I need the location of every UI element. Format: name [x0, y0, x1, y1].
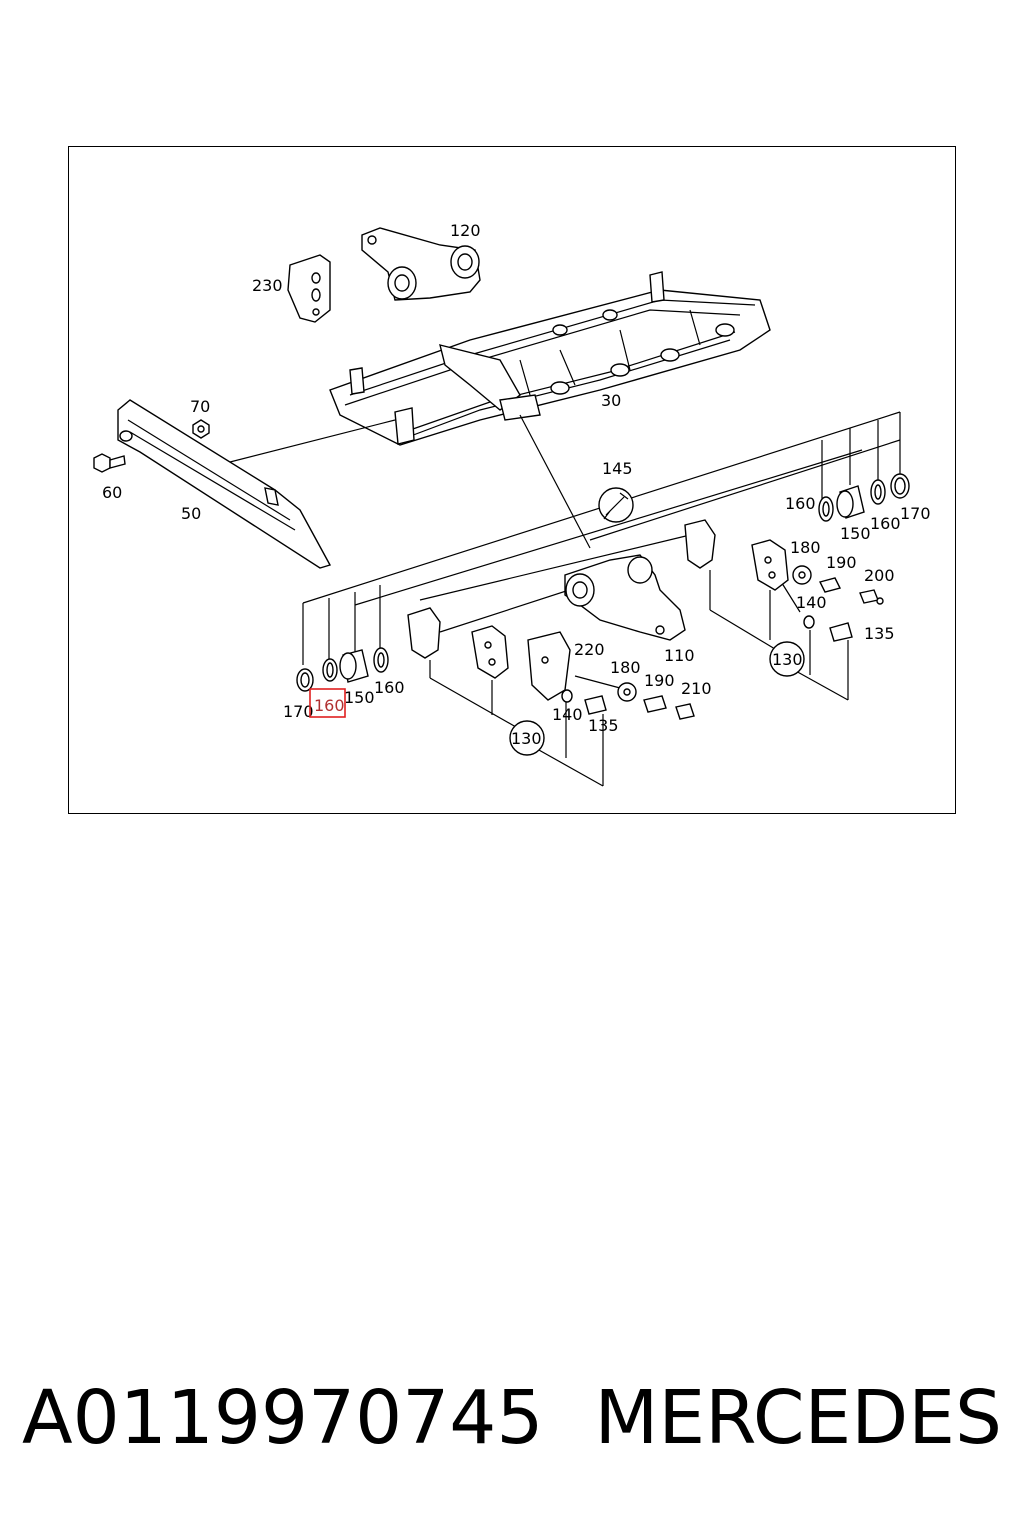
caption-bar: A0119970745 MERCEDES [0, 1370, 1024, 1466]
label-130-left: 130 [511, 729, 542, 748]
label-170-right: 170 [900, 504, 931, 523]
label-160-left-1: 160 [374, 678, 405, 697]
label-220: 220 [574, 640, 605, 659]
label-180-left: 180 [610, 658, 641, 677]
label-190-left: 190 [644, 671, 675, 690]
label-140-right: 140 [796, 593, 827, 612]
label-60: 60 [102, 483, 122, 502]
crossmember-50-drawing [117, 399, 332, 569]
bushing-set-right-drawing [818, 473, 910, 522]
callout-circles [509, 641, 805, 756]
label-160-right-2: 160 [870, 514, 901, 533]
label-135-right: 135 [864, 624, 895, 643]
highlight-box [309, 688, 346, 718]
label-50: 50 [181, 504, 201, 523]
wrench-145-symbol [598, 487, 634, 523]
nut-70-drawing [192, 419, 210, 439]
label-150-left: 150 [344, 688, 375, 707]
clamp-halves-left-drawing [407, 607, 509, 679]
part-labels: 120 230 70 30 60 50 145 160 150 160 170 … [102, 221, 931, 748]
label-180-right: 180 [790, 538, 821, 557]
label-230: 230 [252, 276, 283, 295]
label-110: 110 [664, 646, 695, 665]
bolt-60-drawing [93, 453, 126, 473]
label-135-left: 135 [588, 716, 619, 735]
spring-bracket-110-drawing [564, 554, 686, 641]
bracket-220-drawing [527, 631, 571, 701]
plate-230-drawing [287, 254, 331, 323]
clamp-halves-right-drawing [684, 519, 789, 591]
label-210: 210 [681, 679, 712, 698]
hardware-left-drawing [561, 682, 695, 720]
brand-name: MERCEDES [594, 1375, 1002, 1461]
leader-lines [229, 411, 901, 787]
label-160-left-2-highlighted: 160 [314, 696, 345, 715]
chassis-frame-drawing [329, 271, 771, 446]
label-170-left: 170 [283, 702, 314, 721]
hardware-right-drawing [792, 565, 884, 642]
label-140-left: 140 [552, 705, 583, 724]
label-150-right: 150 [840, 524, 871, 543]
label-130-right: 130 [772, 650, 803, 669]
label-190-right: 190 [826, 553, 857, 572]
part-number: A0119970745 [22, 1375, 544, 1461]
label-120: 120 [450, 221, 481, 240]
label-30: 30 [601, 391, 621, 410]
label-160-right-1: 160 [785, 494, 816, 513]
spring-bracket-120-drawing [361, 227, 481, 301]
bushing-set-left-drawing [296, 647, 389, 692]
label-200: 200 [864, 566, 895, 585]
label-145: 145 [602, 459, 633, 478]
label-70: 70 [190, 397, 210, 416]
